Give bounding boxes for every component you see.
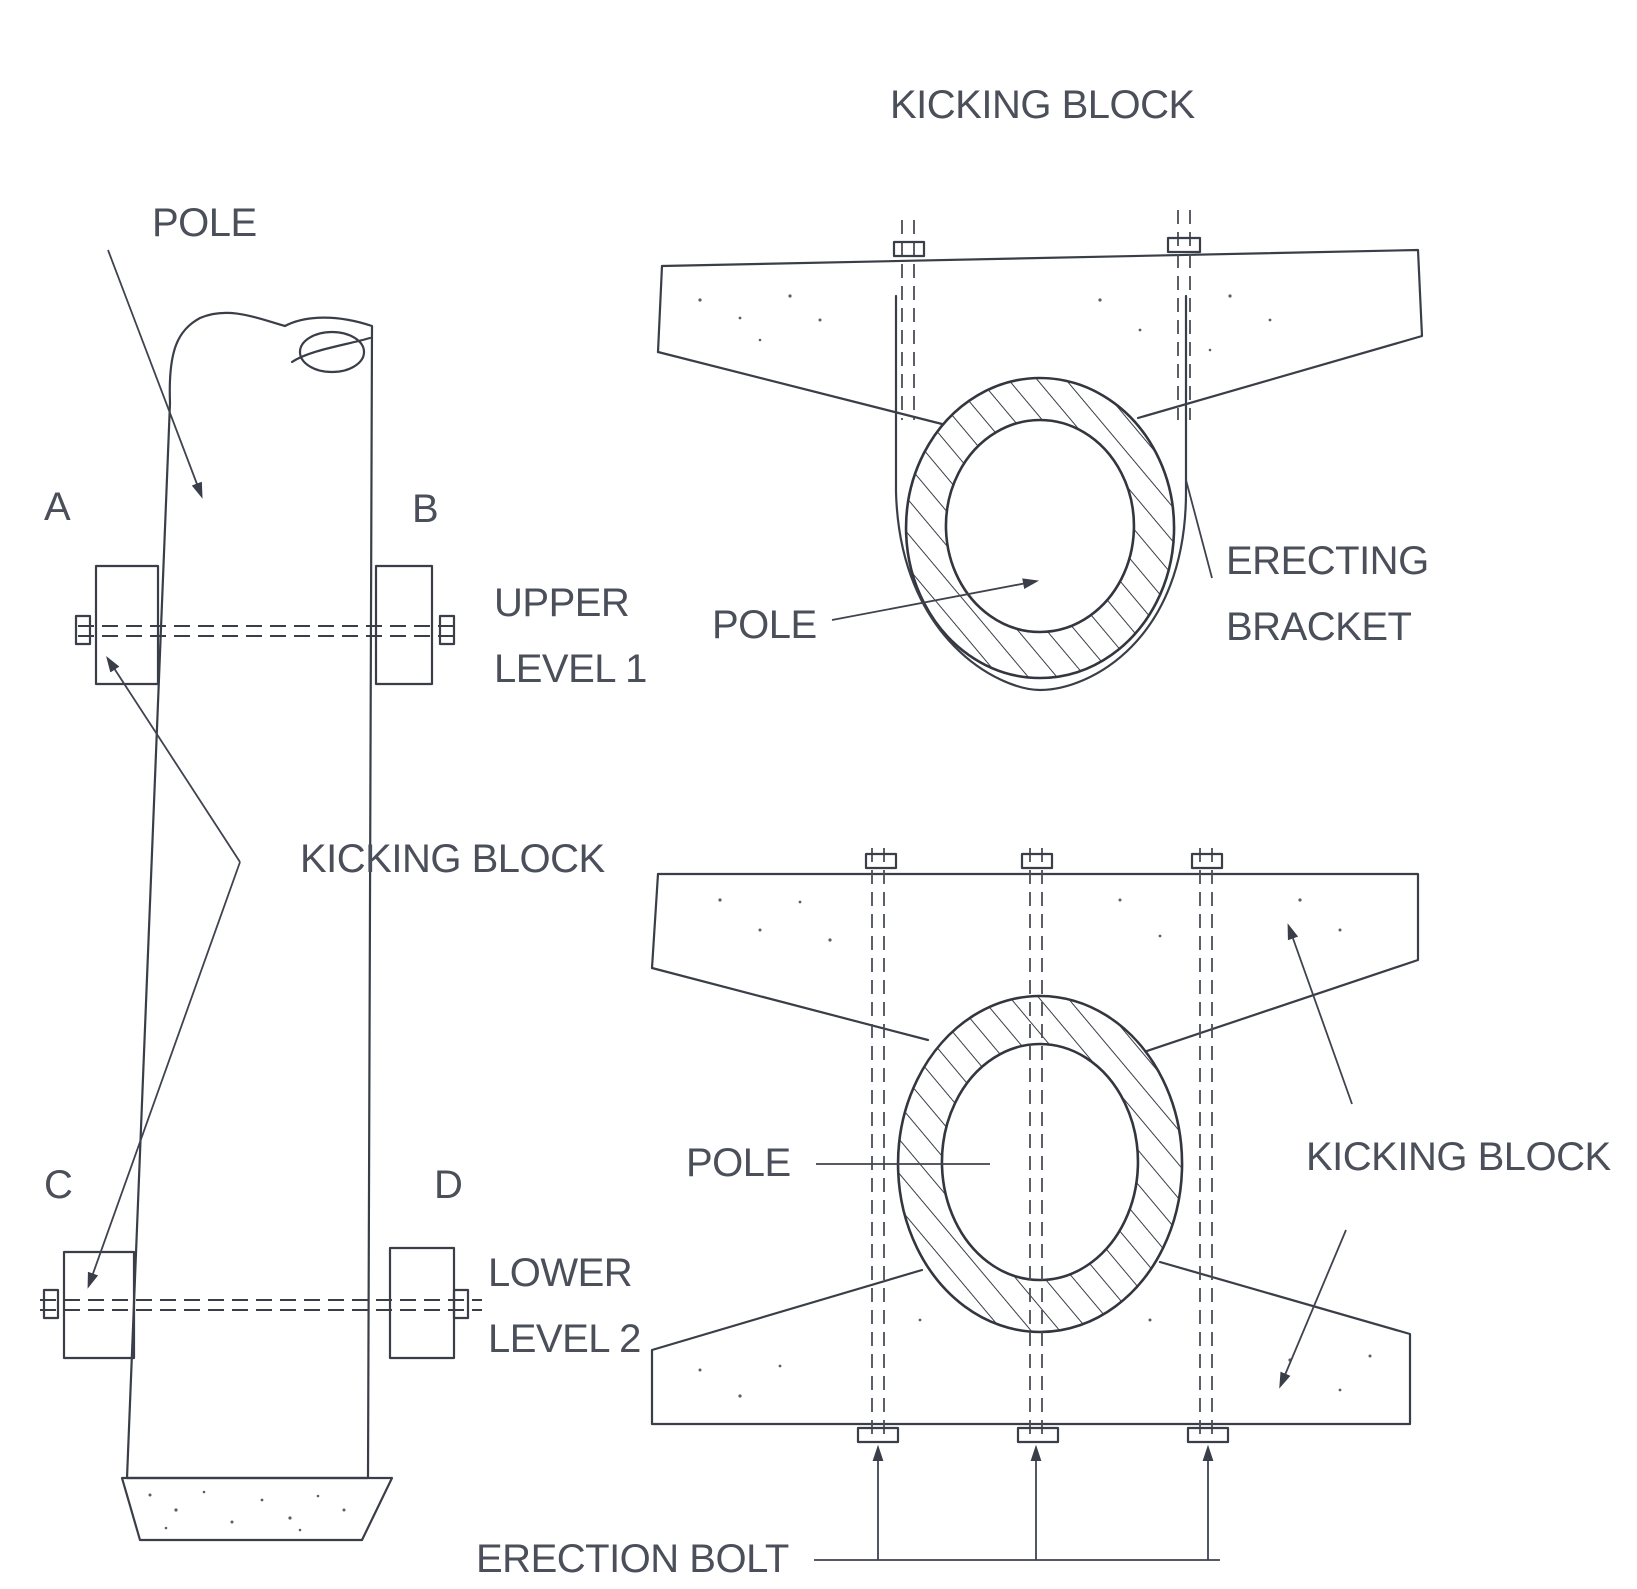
kicking-block-leader-down [1279,1229,1347,1389]
erecting-line2: BRACKET [1226,605,1411,649]
pole-concrete-base [120,1476,394,1542]
kicking-block-leader-upper [106,655,241,863]
erecting-bracket [894,294,1188,692]
kicking-block-label-mid: KICKING BLOCK [300,837,606,881]
upper-pole-ring [904,376,1176,680]
upper-section-view [656,210,1424,692]
lower-block-d [388,1246,456,1360]
upper-level-line1: UPPER [494,581,629,625]
upper-nut-2 [1166,236,1202,254]
lower-block-c [62,1250,136,1360]
label-a: A [44,485,71,529]
kicking-block-leader-lower [87,861,241,1289]
lower-section-view [650,848,1420,1561]
pole-leader [107,249,203,499]
upper-pole-leader [831,578,1040,621]
upper-nut-left [74,614,92,646]
pole-elevation [40,249,482,1542]
pole-outline [125,311,374,1480]
kicking-block-label-right: KICKING BLOCK [1306,1135,1612,1179]
lower-nut-right [452,1288,470,1320]
erection-bolt-label: ERECTION BOLT [476,1537,789,1581]
kicking-block-leader-up [1287,923,1353,1105]
pole-top-cut [298,330,366,374]
lower-nut-left [42,1288,60,1320]
base-specks [148,1490,346,1532]
pole-label-left: POLE [152,201,257,245]
lower-lower-block [650,1260,1412,1426]
upper-block-specks [698,294,1272,352]
pole-top-rim [290,336,372,364]
upper-nut-right [438,614,456,646]
label-d: D [434,1163,462,1207]
erection-nut-3 [1186,1426,1230,1444]
upper-level-line2: LEVEL 1 [494,647,647,691]
lower-level-line2: LEVEL 2 [488,1317,641,1361]
pole-label-lower-section: POLE [686,1141,791,1185]
erecting-line1: ERECTING [1226,539,1429,583]
erecting-bracket-leader [1185,479,1213,579]
lower-pole-ring [896,994,1184,1334]
erection-nut-1 [856,1426,900,1444]
lower-level-line1: LOWER [488,1251,632,1295]
upper-nut-1 [892,240,926,258]
top-title: KICKING BLOCK [890,83,1196,127]
erection-nut-2 [1016,1426,1060,1444]
label-b: B [412,487,438,531]
label-c: C [44,1163,72,1207]
pole-label-upper-section: POLE [712,603,817,647]
